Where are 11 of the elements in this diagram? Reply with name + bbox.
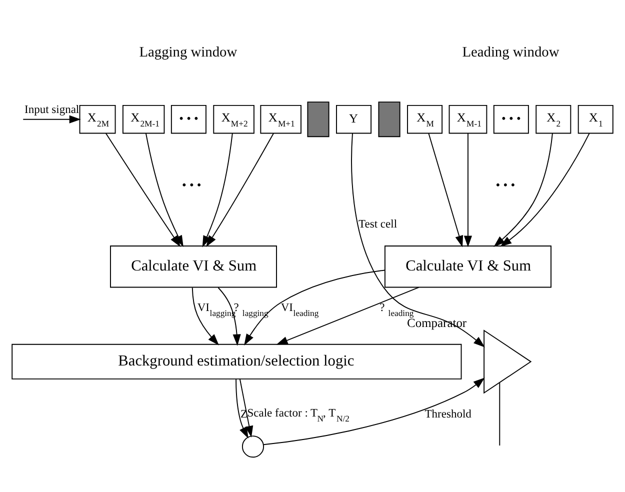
- label: Lagging window: [139, 44, 238, 60]
- label: Leading window: [462, 44, 560, 60]
- edge-label: Test cell: [358, 218, 398, 230]
- edge-label: ? $_{leading}$: [380, 301, 414, 318]
- label: • • •: [182, 177, 202, 192]
- edge-label: VI$_{leading}$: [280, 301, 319, 318]
- label: • • •: [496, 177, 516, 192]
- edge-label: Input signal: [24, 104, 80, 116]
- edge-label: Threshold: [424, 408, 472, 420]
- edge-label: Z: [240, 408, 248, 420]
- edge-label: Scale factor : T$_{N}$, T$_{N/2}$: [247, 406, 350, 423]
